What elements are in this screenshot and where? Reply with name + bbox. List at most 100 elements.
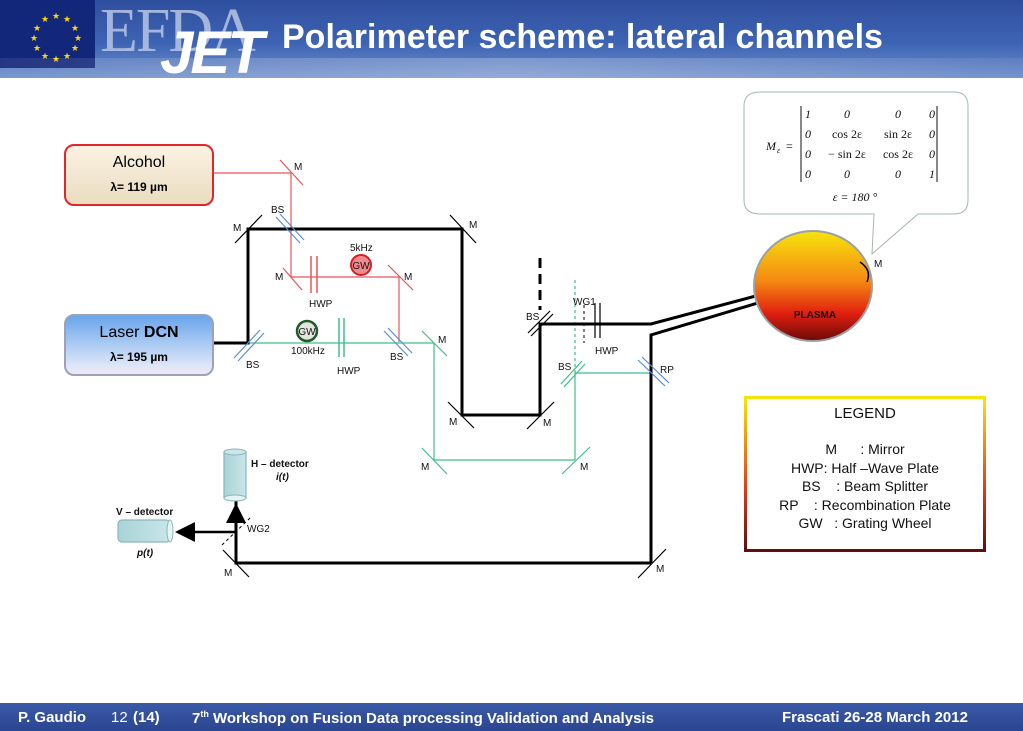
laser-source-box: Laser DCN λ= 195 µm — [64, 314, 214, 376]
label-bs: BS — [558, 362, 572, 373]
legend-item: GW : Grating Wheel — [798, 515, 932, 531]
label-rp: RP — [660, 365, 674, 376]
green-beam-path — [248, 280, 651, 461]
svg-text:★: ★ — [63, 51, 71, 61]
footer-workshop: 7th Workshop on Fusion Data processing V… — [192, 709, 654, 727]
jet-logo: JET — [160, 19, 264, 86]
mirror-green-3 — [561, 446, 591, 475]
alcohol-name: Alcohol — [112, 154, 166, 171]
mirror-m4 — [526, 401, 555, 430]
legend-item: HWP: Half –Wave Plate — [790, 459, 940, 476]
matrix-cell: 0 — [844, 107, 850, 121]
label-m: M — [275, 272, 283, 283]
plasma-label: PLASMA — [794, 310, 836, 321]
svg-text:M: M — [765, 139, 777, 153]
legend-item: RP : Recombination Plate — [779, 496, 951, 513]
mirror-m6 — [222, 549, 250, 578]
v-detector — [117, 519, 174, 543]
label-m: M — [233, 223, 241, 234]
eu-flag-logo: ★★★ ★★★ ★★★ ★★★ — [0, 0, 95, 68]
matrix-cell: − sin 2ε — [828, 147, 866, 161]
beam-splitter-blue-1 — [275, 213, 305, 244]
matrix-cell: cos 2ε — [883, 147, 913, 161]
label-hwp: HWP — [595, 346, 619, 357]
matrix-cell: cos 2ε — [832, 127, 862, 141]
matrix-cell: 0 — [929, 127, 935, 141]
mirror-red-2 — [282, 267, 303, 291]
svg-text:★: ★ — [33, 43, 41, 53]
label-m: M — [656, 564, 664, 575]
epsilon-condition: ε = 180 ° — [833, 190, 878, 204]
label-bs: BS — [390, 352, 404, 363]
legend-item: BS : Beam Splitter — [801, 478, 929, 494]
mirror-red-3 — [387, 264, 414, 291]
laser-name: Laser — [99, 324, 144, 341]
mirror-m2 — [449, 214, 477, 244]
h-detector-label: H – detector — [251, 459, 309, 470]
beam-splitter-blue-2 — [233, 329, 265, 362]
alcohol-wavelength: λ= 119 µm — [110, 180, 168, 194]
label-m: M — [543, 418, 551, 429]
grating-wheel-green[interactable] — [295, 319, 319, 343]
svg-text:★: ★ — [52, 54, 60, 64]
mirror-red-1 — [279, 159, 304, 186]
eu-stars-icon: ★★★ ★★★ ★★★ ★★★ — [30, 11, 82, 64]
label-m: M — [294, 162, 302, 173]
mirror-green-1 — [421, 330, 448, 357]
matrix-cell: 0 — [929, 147, 935, 161]
footer-total: (14) — [133, 709, 160, 726]
label-m: M — [449, 417, 457, 428]
mirror-m5 — [637, 548, 667, 579]
wire-grid-2 — [221, 517, 251, 546]
label-bs: BS — [246, 360, 260, 371]
hwp-green — [338, 318, 345, 357]
laser-wavelength: λ= 195 µm — [110, 350, 168, 364]
label-m: M — [438, 335, 446, 346]
svg-text:★: ★ — [71, 43, 79, 53]
matrix-cell: 0 — [895, 167, 901, 181]
v-detector-label: V – detector — [116, 507, 173, 518]
label-5khz: 5kHz — [350, 243, 373, 254]
svg-text:★: ★ — [52, 11, 60, 21]
efda-logo: EFDA — [100, 0, 256, 65]
beam-splitter-black-1 — [527, 310, 551, 334]
plasma-vessel — [753, 230, 873, 342]
matrix-cell: 1 — [805, 107, 811, 121]
plasma-mirror — [859, 261, 870, 283]
matrix-cell: 0 — [844, 167, 850, 181]
beam-splitter-blue-3 — [383, 327, 413, 357]
svg-text:★: ★ — [33, 23, 41, 33]
label-m: M — [580, 462, 588, 473]
callout-bubble — [743, 91, 969, 256]
label-hwp: HWP — [337, 366, 361, 377]
slide-title: Polarimeter scheme: lateral channels — [282, 18, 883, 56]
mirror-green-2 — [421, 447, 448, 475]
legend-title: LEGEND — [834, 405, 896, 422]
hwp-main — [594, 303, 601, 338]
gw-red-label: GW — [352, 261, 370, 272]
svg-text:★: ★ — [41, 51, 49, 61]
svg-text:★: ★ — [30, 33, 38, 43]
grating-wheel-red[interactable] — [350, 254, 372, 276]
label-bs: BS — [271, 205, 285, 216]
laser-type: DCN — [143, 324, 179, 341]
label-m: M — [404, 272, 412, 283]
footer-author: P. Gaudio — [18, 709, 87, 726]
svg-text:★: ★ — [71, 23, 79, 33]
matrix-cell: 0 — [805, 167, 811, 181]
label-m: M — [421, 462, 429, 473]
svg-text:★: ★ — [41, 14, 49, 24]
alcohol-source-box: Alcohol λ= 119 µm — [64, 144, 214, 206]
matrix-cell: 0 — [805, 127, 811, 141]
matrix-cell: sin 2ε — [884, 127, 912, 141]
slide-footer: P. Gaudio 12 (14) 7th Workshop on Fusion… — [0, 703, 1023, 731]
svg-text:★: ★ — [74, 33, 82, 43]
matrix-cell: 1 — [929, 167, 935, 181]
mirror-m3 — [447, 401, 475, 429]
footer-page: 12 — [111, 709, 128, 726]
mirror-m1 — [234, 214, 263, 244]
h-detector-signal: i(t) — [276, 472, 289, 483]
label-100khz: 100kHz — [291, 346, 325, 357]
label-wg1: WG1 — [573, 297, 596, 308]
